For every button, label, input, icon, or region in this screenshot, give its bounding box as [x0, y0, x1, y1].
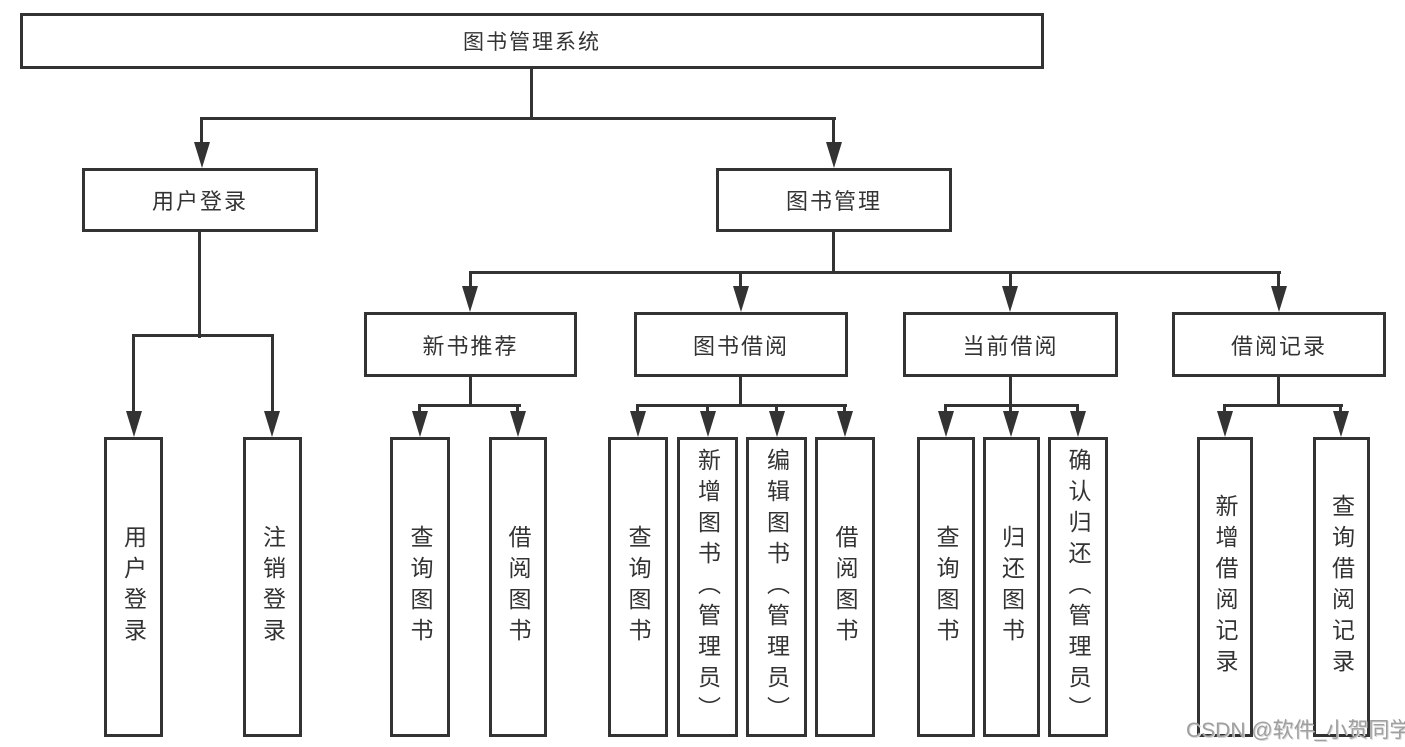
connector-login-leaf1-stub [132, 334, 135, 412]
leaf-logout: 注销登录 [243, 437, 302, 737]
arrowhead-bookborrow-leaf4 [837, 411, 853, 437]
arrowhead-login-leaf1 [126, 411, 142, 437]
connector-newbook-vline [469, 377, 472, 407]
leaf-bookborrow-edit-admin: 编辑图书（管理员） [746, 437, 807, 737]
arrowhead-borrowrecord-leaf1 [1217, 411, 1233, 437]
node-user-login-label: 用户登录 [151, 189, 248, 214]
arrowhead-mgmt [826, 142, 842, 168]
leaf-bookborrow-borrow-label: 借阅图书 [832, 525, 858, 649]
leaf-bookborrow-add-admin-label: 新增图书（管理员） [694, 447, 721, 727]
node-new-book-recommend: 新书推荐 [364, 312, 577, 377]
leaf-user-login-label: 用户登录 [120, 525, 147, 649]
leaf-currentborrow-query-label: 查询图书 [933, 525, 959, 649]
node-current-borrow: 当前借阅 [903, 312, 1118, 377]
node-borrow-record-label: 借阅记录 [1230, 333, 1327, 359]
arrowhead-newbook-leaf2 [510, 411, 526, 437]
connector-bookborrow-leaf3-stub [775, 404, 778, 413]
connector-level2-hline [200, 117, 836, 120]
connector-newbook-leaf1-stub [418, 404, 421, 413]
leaf-currentborrow-query: 查询图书 [917, 437, 975, 737]
leaf-newbook-query-label: 查询图书 [407, 525, 433, 649]
arrowhead-borrowrecord [1271, 286, 1287, 312]
connector-root-vline [530, 69, 533, 119]
leaf-record-query: 查询借阅记录 [1313, 437, 1370, 737]
arrowhead-bookborrow [733, 286, 749, 312]
connector-borrowrecord-hline [1223, 404, 1343, 407]
leaf-bookborrow-borrow: 借阅图书 [815, 437, 875, 737]
arrowhead-login [194, 142, 210, 168]
connector-newbook-stub [469, 271, 472, 288]
arrowhead-currentborrow-leaf1 [938, 411, 954, 437]
connector-currentborrow-leaf3-stub [1076, 404, 1079, 413]
connector-level3-hline [469, 271, 1281, 274]
leaf-bookborrow-query: 查询图书 [608, 437, 668, 737]
leaf-currentborrow-return-label: 归还图书 [998, 525, 1025, 649]
arrowhead-newbook-leaf1 [412, 411, 428, 437]
leaf-user-login: 用户登录 [104, 437, 163, 737]
node-root-label: 图书管理系统 [463, 31, 601, 54]
arrowhead-newbook [462, 286, 478, 312]
csdn-watermark: CSDN @软件_小贺同学 [1186, 719, 1405, 742]
node-book-borrow-label: 图书借阅 [692, 333, 789, 359]
connector-login-vline [198, 232, 201, 338]
connector-newbook-leaf2-stub [516, 404, 519, 413]
leaf-currentborrow-return: 归还图书 [983, 437, 1040, 737]
connector-currentborrow-leaf2-stub [1009, 404, 1012, 413]
leaf-record-query-label: 查询借阅记录 [1328, 494, 1355, 680]
connector-login-leaf2-stub [271, 334, 274, 412]
leaf-newbook-borrow: 借阅图书 [489, 437, 547, 737]
connector-borrowrecord-vline [1277, 377, 1280, 407]
connector-login-hline [132, 334, 274, 337]
leaf-newbook-borrow-label: 借阅图书 [505, 525, 531, 649]
leaf-bookborrow-query-label: 查询图书 [625, 525, 651, 649]
connector-borrowrecord-stub [1277, 271, 1280, 288]
node-user-login: 用户登录 [82, 168, 318, 232]
arrowhead-bookborrow-leaf3 [769, 411, 785, 437]
node-current-borrow-label: 当前借阅 [962, 333, 1059, 359]
node-book-management: 图书管理 [716, 168, 952, 232]
connector-currentborrow-stub [1009, 271, 1012, 288]
connector-borrowrecord-leaf2-stub [1339, 404, 1342, 413]
connector-bookborrow-leaf4-stub [843, 404, 846, 413]
connector-bookborrow-hline [636, 404, 847, 407]
node-book-management-label: 图书管理 [785, 189, 882, 214]
connector-bookborrow-leaf2-stub [706, 404, 709, 413]
connector-currentborrow-vline [1009, 377, 1012, 407]
node-book-borrow: 图书借阅 [634, 312, 848, 377]
arrowhead-bookborrow-leaf1 [630, 411, 646, 437]
node-root: 图书管理系统 [20, 13, 1044, 69]
arrowhead-login-leaf2 [264, 411, 280, 437]
connector-bookborrow-leaf1-stub [636, 404, 639, 413]
arrowhead-bookborrow-leaf2 [700, 411, 716, 437]
connector-newbook-hline [418, 404, 521, 407]
leaf-record-add: 新增借阅记录 [1197, 437, 1253, 737]
leaf-currentborrow-confirm-admin: 确认归还（管理员） [1048, 437, 1108, 737]
node-new-book-recommend-label: 新书推荐 [422, 333, 519, 359]
leaf-logout-label: 注销登录 [259, 525, 286, 649]
connector-bookborrow-stub [739, 271, 742, 288]
leaf-newbook-query: 查询图书 [390, 437, 450, 737]
leaf-record-add-label: 新增借阅记录 [1212, 494, 1238, 680]
arrowhead-currentborrow [1002, 286, 1018, 312]
node-borrow-record: 借阅记录 [1172, 312, 1386, 377]
connector-currentborrow-leaf1-stub [944, 404, 947, 413]
connector-mgmt-vline [832, 232, 835, 274]
connector-login-stub [200, 117, 203, 145]
leaf-bookborrow-edit-admin-label: 编辑图书（管理员） [763, 447, 790, 727]
arrowhead-currentborrow-leaf2 [1003, 411, 1019, 437]
arrowhead-currentborrow-leaf3 [1070, 411, 1086, 437]
connector-borrowrecord-leaf1-stub [1223, 404, 1226, 413]
leaf-currentborrow-confirm-admin-label: 确认归还（管理员） [1065, 447, 1091, 727]
arrowhead-borrowrecord-leaf2 [1333, 411, 1349, 437]
leaf-bookborrow-add-admin: 新增图书（管理员） [677, 437, 738, 737]
connector-bookborrow-vline [739, 377, 742, 407]
connector-mgmt-stub [832, 117, 835, 145]
